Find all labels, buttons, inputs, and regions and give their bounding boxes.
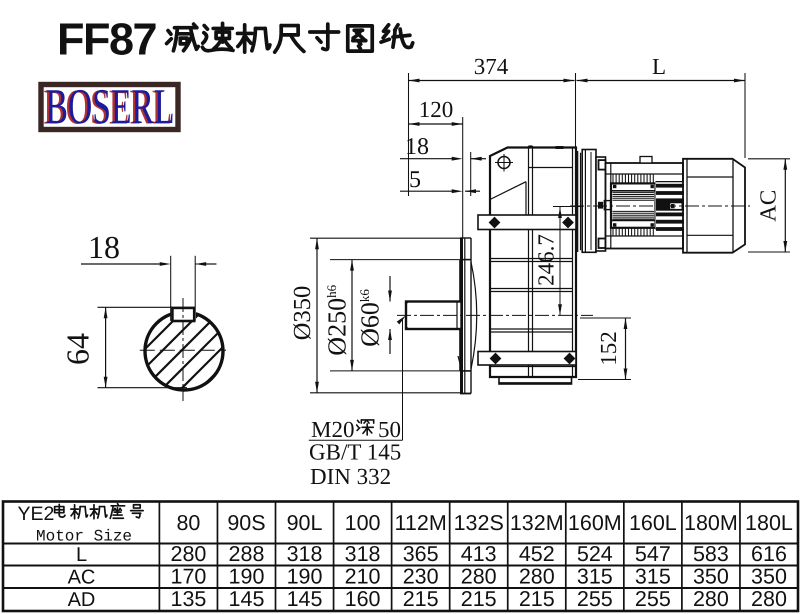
svg-text:132S: 132S (454, 511, 504, 535)
svg-text:246.7: 246.7 (533, 234, 558, 286)
svg-text:Ø350: Ø350 (289, 286, 316, 340)
svg-text:GB/T 145: GB/T 145 (309, 440, 401, 465)
svg-text:190: 190 (229, 564, 265, 588)
svg-text:90L: 90L (287, 511, 323, 535)
svg-text:FF87: FF87 (57, 14, 157, 65)
svg-text:350: 350 (693, 564, 729, 588)
svg-text:190: 190 (287, 564, 323, 588)
svg-text:374: 374 (474, 54, 509, 79)
svg-text:120: 120 (419, 97, 454, 122)
svg-text:M20: M20 (311, 417, 354, 442)
svg-text:255: 255 (577, 587, 613, 611)
svg-text:132M: 132M (510, 511, 564, 535)
svg-text:BOSERL: BOSERL (43, 79, 172, 135)
svg-text:230: 230 (403, 564, 439, 588)
svg-text:AC: AC (68, 566, 96, 588)
svg-text:616: 616 (751, 542, 787, 566)
svg-text:L: L (76, 544, 87, 566)
svg-text:18: 18 (88, 229, 120, 265)
svg-text:452: 452 (519, 542, 555, 566)
svg-text:350: 350 (751, 564, 787, 588)
svg-text:180M: 180M (684, 511, 738, 535)
svg-text:255: 255 (635, 587, 671, 611)
svg-text:DIN 332: DIN 332 (310, 464, 391, 489)
svg-text:288: 288 (229, 542, 265, 566)
svg-text:160L: 160L (629, 511, 677, 535)
svg-text:180L: 180L (745, 511, 793, 535)
svg-text:524: 524 (577, 542, 613, 566)
svg-text:BOSERL: BOSERL (46, 78, 175, 134)
svg-text:L: L (652, 54, 666, 79)
svg-text:18: 18 (405, 134, 429, 160)
svg-text:215: 215 (519, 587, 555, 611)
svg-text:280: 280 (751, 587, 787, 611)
svg-text:315: 315 (635, 564, 671, 588)
svg-text:80: 80 (176, 511, 200, 535)
svg-text:547: 547 (635, 542, 671, 566)
svg-text:AD: AD (68, 589, 96, 611)
svg-text:280: 280 (519, 564, 555, 588)
svg-text:315: 315 (577, 564, 613, 588)
svg-text:64: 64 (59, 333, 95, 365)
svg-text:413: 413 (461, 542, 497, 566)
svg-text:583: 583 (693, 542, 729, 566)
svg-text:135: 135 (170, 587, 206, 611)
svg-text:318: 318 (287, 542, 323, 566)
svg-text:210: 210 (345, 564, 381, 588)
svg-text:145: 145 (229, 587, 265, 611)
svg-text:90S: 90S (227, 511, 265, 535)
svg-text:145: 145 (287, 587, 323, 611)
svg-text:160: 160 (345, 587, 381, 611)
svg-text:215: 215 (461, 587, 497, 611)
svg-text:318: 318 (345, 542, 381, 566)
svg-text:280: 280 (461, 564, 497, 588)
svg-text:170: 170 (170, 564, 206, 588)
svg-text:50: 50 (378, 417, 401, 442)
svg-text:280: 280 (170, 542, 206, 566)
svg-text:280: 280 (693, 587, 729, 611)
svg-text:YE2: YE2 (18, 503, 55, 525)
svg-text:AC: AC (755, 190, 780, 222)
svg-text:365: 365 (403, 542, 439, 566)
svg-text:5: 5 (409, 167, 421, 193)
svg-text:100: 100 (345, 511, 381, 535)
svg-text:152: 152 (596, 331, 621, 366)
svg-text:112M: 112M (395, 511, 447, 535)
svg-text:215: 215 (403, 587, 439, 611)
svg-text:Motor Size: Motor Size (36, 528, 132, 546)
svg-text:160M: 160M (568, 511, 622, 535)
